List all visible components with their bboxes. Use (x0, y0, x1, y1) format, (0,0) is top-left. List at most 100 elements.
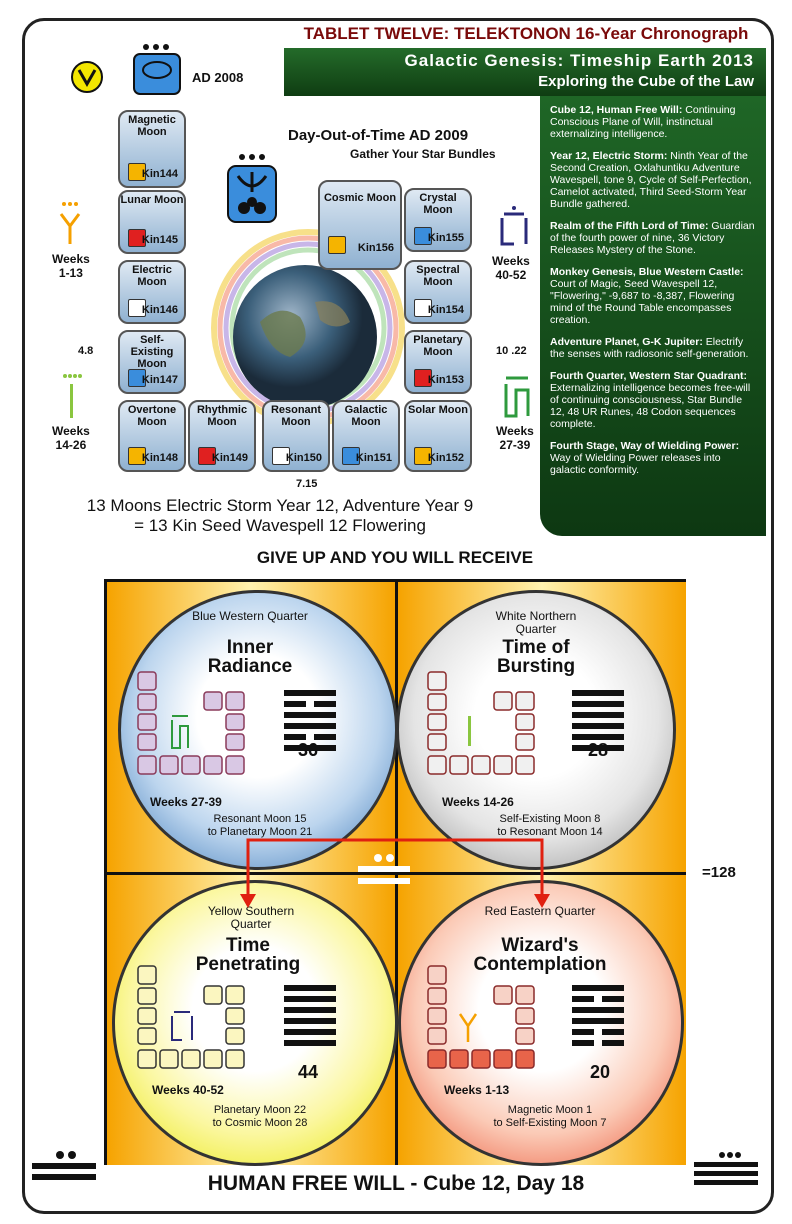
dot-subtitle: Gather Your Star Bundles (350, 147, 496, 161)
panel-entry: Monkey Genesis, Blue Western Castle: Cou… (550, 266, 744, 326)
moon-name: Rhythmic Moon (196, 404, 248, 428)
green-tone-icon (63, 374, 82, 418)
quarter-label: Yellow Southern Quarter (207, 904, 295, 931)
moon-rhythmic[interactable]: Rhythmic Moon Kin149 (188, 400, 256, 472)
hexagram-icon (284, 985, 336, 1051)
hexagram-icon (572, 985, 624, 1051)
kin-label: Kin154 (427, 304, 464, 316)
kin-label: Kin147 (141, 374, 178, 386)
moon-name: Crystal Moon (419, 192, 457, 216)
moon-cosmic[interactable]: Cosmic Moon Kin156 (318, 180, 402, 270)
moon-magnetic[interactable]: Magnetic Moon Kin144 (118, 110, 186, 188)
moon-name: Electric Moon (132, 264, 172, 288)
quarter-name: Bursting (496, 656, 576, 677)
info-panel: Cube 12, Human Free Will: Continuing Con… (540, 96, 766, 536)
quarter-name: Wizard's (501, 935, 579, 956)
quarter-name: Radiance (207, 656, 293, 677)
header-banner: Galactic Genesis: Timeship Earth 2013 Ex… (284, 48, 766, 96)
mini-calendar-blue (137, 671, 245, 775)
dot-title: Day-Out-of-Time AD 2009 (288, 127, 469, 144)
moon-name: Spectral Moon (416, 264, 460, 288)
hand-glyph-icon (342, 447, 360, 465)
green-tone-right-icon (504, 376, 530, 418)
moon-glyph-icon (414, 369, 432, 387)
kin-label: Kin150 (285, 452, 322, 464)
seed-glyph-icon (128, 447, 146, 465)
kin-label: Kin146 (141, 304, 178, 316)
quarter-label: Blue Western Quarter (192, 609, 308, 623)
moon-spectral[interactable]: Spectral Moon Kin154 (404, 260, 472, 324)
quarter-circle-yellow (112, 880, 398, 1166)
total-label: =128 (702, 864, 736, 881)
quarter-number: 44 (298, 1062, 319, 1082)
quarter-number: 20 (590, 1062, 611, 1082)
moon-planetary[interactable]: Planetary Moon Kin153 (404, 330, 472, 394)
mini-calendar-white (427, 671, 535, 775)
mini-calendar-yellow (137, 965, 245, 1069)
moon-overtone[interactable]: Overtone Moon Kin148 (118, 400, 186, 472)
kin-label: Kin152 (427, 452, 464, 464)
moon-galactic[interactable]: Galactic Moon Kin151 (332, 400, 400, 472)
kin-label: Kin148 (141, 452, 178, 464)
moon-electric[interactable]: Electric Moon Kin146 (118, 260, 186, 324)
kin-label: Kin153 (427, 374, 464, 386)
panel-entry: Cube 12, Human Free Will: Continuing Con… (550, 104, 736, 140)
earth-image (233, 265, 377, 409)
moon-name: Planetary Moon (413, 334, 463, 358)
moon-crystal[interactable]: Crystal Moon Kin155 (404, 188, 472, 252)
weeks-right-bottom: Weeks 27-39 (496, 424, 534, 452)
moon-name: Galactic Moon (344, 404, 388, 428)
moon-name: Solar Moon (408, 404, 468, 416)
moon-solar[interactable]: Solar Moon Kin152 (404, 400, 472, 472)
marker-right: 10 .22 (496, 345, 527, 357)
panel-entry: Realm of the Fifth Lord of Time: Guardia… (550, 220, 755, 256)
marker-bottom: 7.15 (296, 478, 318, 490)
hexagram-icon (284, 690, 336, 756)
yellow-seed-icon (71, 61, 103, 93)
header-title: Galactic Genesis: Timeship Earth 2013 (404, 51, 754, 70)
hexagram-icon (572, 690, 624, 756)
moon-lunar[interactable]: Lunar Moon Kin145 (118, 190, 186, 254)
moon-self-existing[interactable]: Self-Existing Moon Kin147 (118, 330, 186, 394)
panel-entry: Fourth Quarter, Western Star Quadrant: E… (550, 370, 751, 430)
quarter-name: Contemplation (473, 954, 607, 975)
quarter-name: Inner (226, 637, 274, 658)
star-glyph-icon (414, 447, 432, 465)
dragon-glyph-icon (128, 229, 146, 247)
monkey-glyph-icon (414, 227, 432, 245)
quarter-weeks: Weeks 27-39 (150, 795, 222, 809)
middle-title: GIVE UP AND YOU WILL RECEIVE (256, 548, 534, 567)
moon-resonant[interactable]: Resonant Moon Kin150 (262, 400, 330, 472)
header-subtitle: Exploring the Cube of the Law (538, 73, 754, 90)
quarter-label: Red Eastern Quarter (484, 904, 596, 918)
footer-glyph-left-icon (32, 1151, 96, 1180)
mini-calendar-red (427, 965, 535, 1069)
human-glyph-icon (328, 236, 346, 254)
yellow-tone-icon (59, 202, 81, 244)
panel-entry: Adventure Planet, G-K Jupiter: Electrify… (550, 336, 749, 360)
quarter-name: Penetrating (195, 954, 301, 975)
grid-divider (107, 872, 683, 875)
footer-title: HUMAN FREE WILL - Cube 12, Day 18 (207, 1172, 585, 1195)
blue-tone-icon (500, 206, 528, 246)
dog-glyph-icon (414, 299, 432, 317)
caption-line-2: = 13 Kin Seed Wavespell 12 Flowering (134, 516, 426, 535)
weeks-left-top: Weeks 1-13 (52, 252, 90, 280)
center-glyph-icon (358, 854, 410, 884)
quarter-name: Time of (502, 637, 570, 658)
tablet-title: TABLET TWELVE: TELEKTONON 16-Year Chrono… (303, 24, 749, 43)
footer-glyph-right-icon (694, 1152, 758, 1185)
caption-line-1: 13 Moons Electric Storm Year 12, Adventu… (86, 496, 474, 515)
panel-entry: Fourth Stage, Way of Wielding Power: Way… (550, 440, 740, 476)
moon-name: Magnetic Moon (128, 114, 176, 138)
moon-name: Overtone Moon (127, 404, 177, 428)
dot-glyph-icon (227, 154, 277, 223)
kin-label: Kin145 (141, 234, 178, 246)
night-glyph-icon (128, 369, 146, 387)
kin-label: Kin149 (211, 452, 248, 464)
year-label: AD 2008 (192, 70, 244, 85)
quarter-circle-blue (118, 590, 398, 870)
